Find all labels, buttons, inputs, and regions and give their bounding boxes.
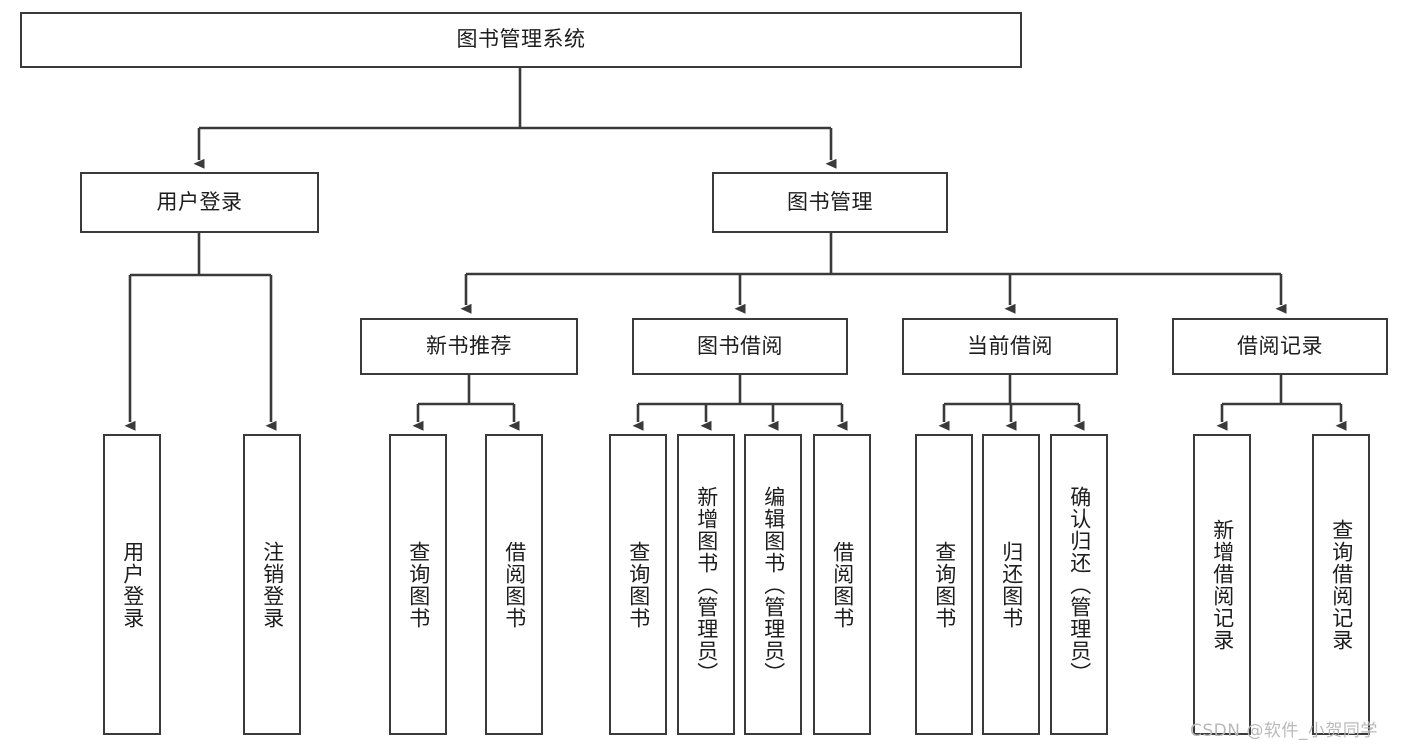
node-leaf-edit-book-admin-label: 编辑图书（管理员） (761, 485, 786, 684)
node-leaf-query-book-rec-label: 查询图书 (406, 540, 431, 629)
node-leaf-query-book-borrow-label: 查询图书 (626, 540, 651, 629)
node-book-borrow[interactable]: 图书借阅 (632, 318, 848, 375)
node-leaf-query-book-current[interactable]: 查询图书 (915, 434, 973, 735)
node-book-manage[interactable]: 图书管理 (712, 172, 948, 233)
node-leaf-add-book-admin-label: 新增图书（管理员） (694, 485, 719, 684)
node-root[interactable]: 图书管理系统 (20, 12, 1022, 68)
node-leaf-query-book-rec[interactable]: 查询图书 (389, 434, 447, 735)
node-current-borrow-label: 当前借阅 (967, 333, 1053, 358)
node-leaf-query-borrow-record-label: 查询借阅记录 (1329, 518, 1354, 651)
node-user-login-label: 用户登录 (156, 189, 243, 214)
node-leaf-edit-book-admin[interactable]: 编辑图书（管理员） (744, 434, 802, 735)
node-leaf-logout-label: 注销登录 (260, 540, 285, 629)
node-borrow-record-label: 借阅记录 (1237, 333, 1323, 358)
node-leaf-query-borrow-record[interactable]: 查询借阅记录 (1312, 434, 1370, 735)
csdn-watermark: CSDN @软件_小贺同学 (1190, 721, 1378, 741)
node-leaf-return-book-label: 归还图书 (999, 540, 1024, 629)
node-leaf-confirm-return-admin[interactable]: 确认归还（管理员） (1050, 434, 1108, 735)
node-user-login[interactable]: 用户登录 (80, 172, 319, 233)
node-leaf-user-login[interactable]: 用户登录 (103, 434, 161, 735)
node-current-borrow[interactable]: 当前借阅 (902, 318, 1118, 375)
node-new-book-rec-label: 新书推荐 (426, 333, 512, 358)
node-leaf-borrow-book-rec[interactable]: 借阅图书 (485, 434, 543, 735)
node-book-manage-label: 图书管理 (787, 189, 873, 214)
node-leaf-confirm-return-admin-label: 确认归还（管理员） (1067, 485, 1092, 684)
node-leaf-add-book-admin[interactable]: 新增图书（管理员） (677, 434, 735, 735)
node-leaf-add-borrow-record-label: 新增借阅记录 (1210, 518, 1235, 651)
node-leaf-user-login-label: 用户登录 (120, 540, 145, 629)
node-leaf-borrow-book[interactable]: 借阅图书 (813, 434, 871, 735)
node-book-borrow-label: 图书借阅 (697, 333, 783, 358)
node-leaf-query-book-borrow[interactable]: 查询图书 (609, 434, 667, 735)
node-leaf-add-borrow-record[interactable]: 新增借阅记录 (1193, 434, 1251, 735)
node-leaf-logout[interactable]: 注销登录 (243, 434, 301, 735)
node-new-book-rec[interactable]: 新书推荐 (360, 318, 578, 375)
node-leaf-borrow-book-label: 借阅图书 (830, 540, 855, 629)
node-borrow-record[interactable]: 借阅记录 (1172, 318, 1388, 375)
node-root-label: 图书管理系统 (456, 27, 586, 52)
node-leaf-borrow-book-rec-label: 借阅图书 (502, 540, 527, 629)
node-leaf-return-book[interactable]: 归还图书 (982, 434, 1040, 735)
node-leaf-query-book-current-label: 查询图书 (932, 540, 957, 629)
